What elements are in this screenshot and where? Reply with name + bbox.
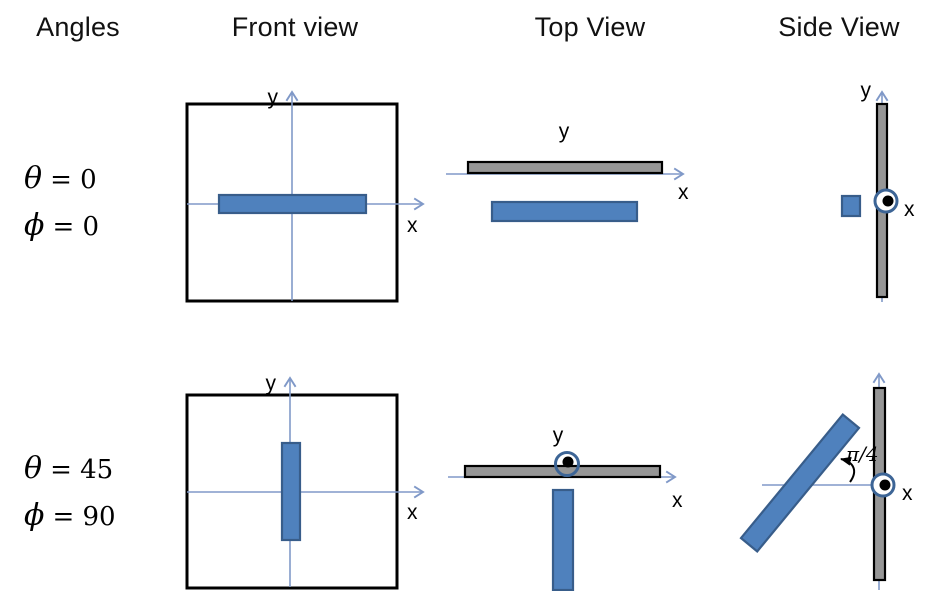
x-axis-label: x (672, 489, 683, 512)
phi-symbol: ϕ (24, 498, 45, 533)
angle-arc-arrow-icon (840, 456, 856, 483)
top-view-row2: y x (448, 424, 683, 591)
marker-ring (554, 451, 580, 477)
top-view-row1: y x (446, 120, 689, 223)
front-view-row2: y x (185, 372, 425, 590)
rod-end-on (840, 194, 862, 218)
theta-symbol: θ (24, 161, 43, 196)
phi-value: = 0 (52, 212, 100, 242)
theta-symbol: θ (24, 451, 43, 486)
rod-vertical (280, 441, 302, 542)
theta-label-row2: θ = 45 (24, 451, 116, 498)
phi-symbol: ϕ (24, 208, 45, 243)
side-view-row2: π/4 x (739, 372, 913, 590)
out-of-page-marker-icon (870, 472, 896, 498)
y-axis-label: y (553, 424, 564, 447)
y-axis-label: y (559, 120, 570, 143)
column-header-angles: Angles (36, 12, 120, 42)
x-axis-label: x (902, 482, 913, 505)
rod-vertical (551, 488, 575, 591)
side-view-row1: y x (840, 79, 915, 302)
phi-value: = 90 (52, 502, 116, 532)
y-axis-label: y (861, 79, 872, 102)
phi-label-row1: ϕ = 0 (24, 208, 99, 255)
angle-labels-row2: θ = 45 ϕ = 90 (24, 451, 116, 545)
column-header-front-view: Front view (231, 12, 359, 42)
x-axis-label: x (407, 214, 418, 237)
x-axis-label: x (904, 198, 915, 221)
theta-value: = 45 (50, 455, 114, 485)
rod-horizontal (217, 193, 368, 215)
plate-edge (466, 160, 664, 175)
rod-horizontal (490, 200, 639, 223)
front-view-row1: y x (185, 86, 425, 303)
angle-labels-row1: θ = 0 ϕ = 0 (24, 161, 99, 255)
x-axis-label: x (407, 501, 418, 524)
out-of-page-marker-icon (873, 188, 899, 214)
plate-edge (463, 464, 662, 479)
rod-tilted (739, 413, 861, 553)
marker-dot (562, 456, 574, 468)
x-axis-label: x (678, 181, 689, 204)
marker-dot (882, 195, 894, 207)
out-of-page-marker-icon (554, 451, 580, 477)
theta-value: = 0 (50, 165, 97, 195)
theta-label-row1: θ = 0 (24, 161, 99, 208)
phi-label-row2: ϕ = 90 (24, 498, 116, 545)
column-header-side-view: Side View (778, 12, 900, 42)
angle-annotation: π/4 (845, 442, 879, 466)
marker-dot (879, 479, 891, 491)
y-axis-label: y (266, 372, 277, 395)
column-header-top-view: Top View (534, 12, 646, 42)
y-axis-label: y (268, 86, 279, 109)
